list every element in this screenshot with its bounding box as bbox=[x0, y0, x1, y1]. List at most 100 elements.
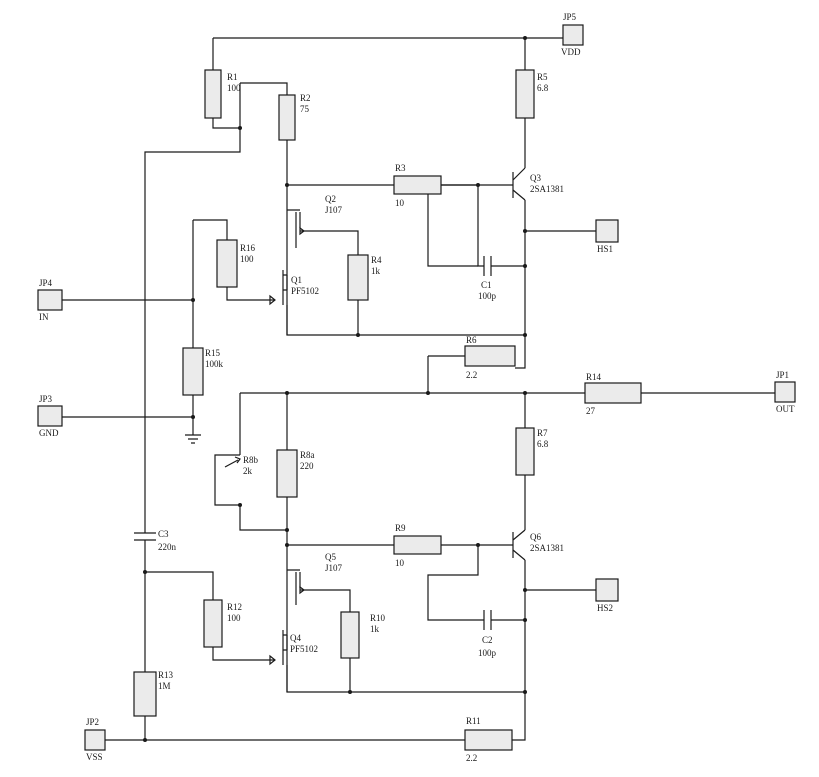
port-jp5-label: VDD bbox=[561, 47, 581, 57]
transistor-q2: Q2 J107 bbox=[286, 194, 343, 248]
resistor-r15-ref: R15 bbox=[205, 348, 221, 358]
resistor-r9-ref: R9 bbox=[395, 523, 406, 533]
resistor-r10: R10 1k bbox=[340, 611, 386, 659]
port-jp4[interactable]: JP4 IN bbox=[37, 278, 63, 322]
port-jp3[interactable]: JP3 GND bbox=[37, 394, 63, 438]
resistor-r10-ref: R10 bbox=[370, 613, 386, 623]
transistor-q6-ref: Q6 bbox=[530, 532, 541, 542]
resistor-r12-ref: R12 bbox=[227, 602, 242, 612]
resistor-r2: R2 75 bbox=[278, 93, 311, 141]
capacitor-c3-value: 220n bbox=[158, 542, 177, 552]
resistor-r10-value: 1k bbox=[370, 624, 380, 634]
resistor-r4-ref: R4 bbox=[371, 255, 382, 265]
resistor-r7-value: 6.8 bbox=[537, 439, 549, 449]
resistor-r16-ref: R16 bbox=[240, 243, 256, 253]
port-jp5[interactable]: JP5 VDD bbox=[561, 12, 584, 57]
transistor-q4: Q4 PF5102 bbox=[269, 630, 318, 666]
resistor-r15-value: 100k bbox=[205, 359, 224, 369]
resistor-r1-ref: R1 bbox=[227, 72, 238, 82]
junctions bbox=[143, 36, 527, 742]
transistor-q4-part: PF5102 bbox=[290, 644, 318, 654]
resistor-r4-value: 1k bbox=[371, 266, 381, 276]
resistor-r7-ref: R7 bbox=[537, 428, 548, 438]
resistor-r14-value: 27 bbox=[586, 406, 596, 416]
heatsink-hs2: HS2 bbox=[595, 578, 619, 613]
transistor-q2-part: J107 bbox=[325, 205, 343, 215]
port-jp1[interactable]: JP1 OUT bbox=[774, 370, 796, 414]
capacitor-c1: C1 100p bbox=[478, 256, 497, 301]
capacitor-c2-ref: C2 bbox=[482, 635, 493, 645]
resistor-r1-value: 100 bbox=[227, 83, 241, 93]
transistor-q1-ref: Q1 bbox=[291, 275, 302, 285]
transistor-q4-ref: Q4 bbox=[290, 633, 301, 643]
capacitor-c1-ref: C1 bbox=[481, 280, 492, 290]
port-jp1-ref: JP1 bbox=[776, 370, 789, 380]
resistor-r16-value: 100 bbox=[240, 254, 254, 264]
resistor-r13: R13 1M bbox=[133, 670, 174, 717]
resistor-r11: R11 2.2 bbox=[464, 716, 513, 763]
port-jp2-label: VSS bbox=[86, 752, 103, 762]
capacitor-c2: C2 100p bbox=[478, 610, 497, 658]
resistor-r8a-value: 220 bbox=[300, 461, 314, 471]
resistor-r8a-ref: R8a bbox=[300, 450, 315, 460]
capacitor-c3-ref: C3 bbox=[158, 529, 169, 539]
resistor-r3-ref: R3 bbox=[395, 163, 406, 173]
wires bbox=[62, 37, 775, 741]
transistor-q1-part: PF5102 bbox=[291, 286, 319, 296]
resistor-r12-value: 100 bbox=[227, 613, 241, 623]
resistor-r14-ref: R14 bbox=[586, 372, 602, 382]
port-jp4-ref: JP4 bbox=[39, 278, 53, 288]
resistor-r13-ref: R13 bbox=[158, 670, 174, 680]
transistor-q1: Q1 PF5102 bbox=[269, 270, 319, 306]
resistor-r15: R15 100k bbox=[182, 347, 224, 396]
port-jp4-label: IN bbox=[39, 312, 49, 322]
port-jp5-ref: JP5 bbox=[563, 12, 577, 22]
transistor-q5-part: J107 bbox=[325, 563, 343, 573]
resistor-r5-value: 6.8 bbox=[537, 83, 549, 93]
heatsink-hs1-label: HS1 bbox=[597, 244, 613, 254]
resistor-r6-ref: R6 bbox=[466, 335, 477, 345]
transistor-q5: Q5 J107 bbox=[286, 552, 343, 605]
resistor-r1: R1 100 bbox=[204, 69, 241, 119]
resistor-r2-value: 75 bbox=[300, 104, 310, 114]
resistor-r11-value: 2.2 bbox=[466, 753, 477, 763]
resistor-r16: R16 100 bbox=[216, 239, 256, 288]
resistor-r2-ref: R2 bbox=[300, 93, 311, 103]
heatsink-hs2-label: HS2 bbox=[597, 603, 613, 613]
resistor-r6: R6 2.2 bbox=[464, 335, 516, 380]
resistor-r9: R9 10 bbox=[393, 523, 442, 568]
port-jp3-label: GND bbox=[39, 428, 59, 438]
transistor-q6: Q6 2SA1381 bbox=[512, 529, 564, 561]
transistor-q3: Q3 2SA1381 bbox=[512, 167, 564, 201]
port-jp3-ref: JP3 bbox=[39, 394, 53, 404]
resistor-r5-ref: R5 bbox=[537, 72, 548, 82]
resistor-r9-value: 10 bbox=[395, 558, 405, 568]
resistor-r11-ref: R11 bbox=[466, 716, 481, 726]
resistor-r5: R5 6.8 bbox=[515, 69, 549, 119]
potentiometer-r8b-ref: R8b bbox=[243, 455, 259, 465]
transistor-q5-ref: Q5 bbox=[325, 552, 336, 562]
potentiometer-r8b-value: 2k bbox=[243, 466, 253, 476]
port-jp2-ref: JP2 bbox=[86, 717, 99, 727]
resistor-r8a: R8a 220 bbox=[276, 449, 315, 498]
capacitor-c1-value: 100p bbox=[478, 291, 497, 301]
resistor-r12: R12 100 bbox=[203, 599, 242, 648]
transistor-q3-ref: Q3 bbox=[530, 173, 541, 183]
port-jp2[interactable]: JP2 VSS bbox=[84, 717, 106, 762]
resistor-r14: R14 27 bbox=[584, 372, 642, 416]
transistor-q2-ref: Q2 bbox=[325, 194, 336, 204]
port-jp1-label: OUT bbox=[776, 404, 795, 414]
resistor-r3-value: 10 bbox=[395, 198, 405, 208]
transistor-q6-part: 2SA1381 bbox=[530, 543, 564, 553]
capacitor-c2-value: 100p bbox=[478, 648, 497, 658]
resistor-r7: R7 6.8 bbox=[515, 427, 549, 476]
resistor-r4: R4 1k bbox=[347, 254, 382, 301]
resistor-r6-value: 2.2 bbox=[466, 370, 477, 380]
transistor-q3-part: 2SA1381 bbox=[530, 184, 564, 194]
capacitor-c3: C3 220n bbox=[134, 529, 177, 552]
heatsink-hs1: HS1 bbox=[595, 219, 619, 254]
resistor-r3: R3 10 bbox=[393, 163, 442, 208]
resistor-r13-value: 1M bbox=[158, 681, 171, 691]
potentiometer-r8b: R8b 2k bbox=[224, 455, 259, 476]
